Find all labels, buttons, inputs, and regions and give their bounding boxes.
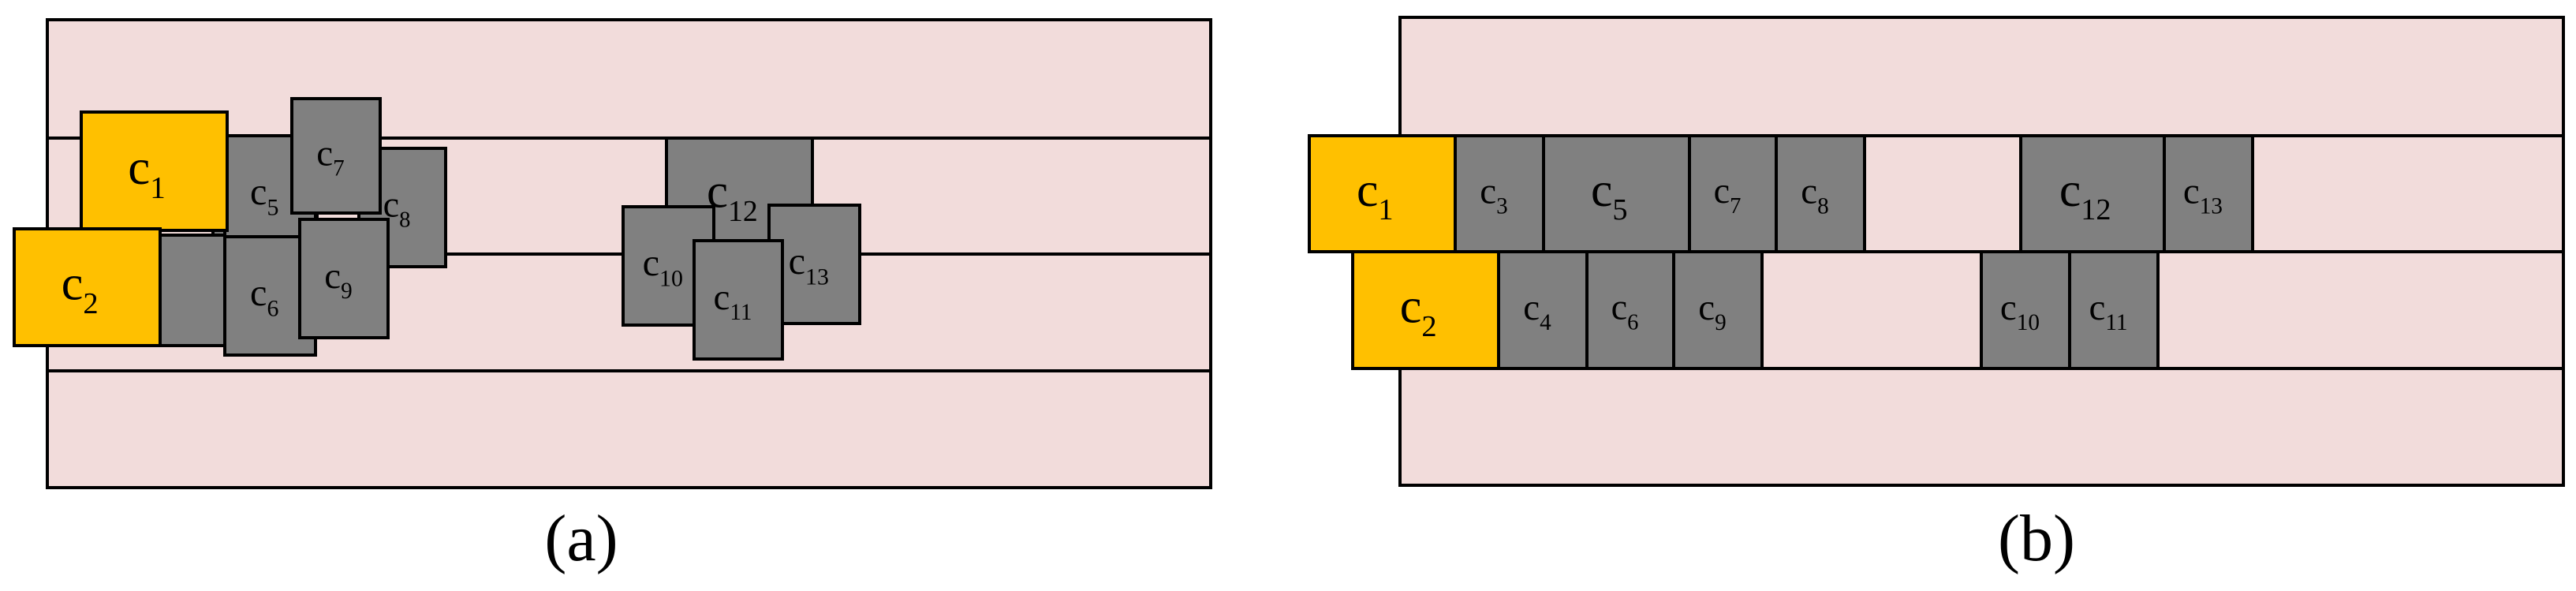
movable-cell-box [1672, 250, 1764, 370]
cell-subscript: 1 [150, 170, 166, 204]
movable-cell-box [1980, 250, 2071, 370]
cell-c9: c9 [1672, 250, 1764, 370]
cell-c11: c11 [693, 239, 784, 361]
panel-caption: (b) [1998, 502, 2075, 575]
cell-c8: c8 [1775, 134, 1866, 253]
cell-subscript: 8 [1817, 193, 1829, 219]
cell-c7: c7 [1688, 134, 1778, 253]
fixed-cell-box [13, 227, 162, 347]
cell-c13: c13 [2163, 134, 2254, 253]
movable-cell-box [1497, 250, 1589, 370]
fixed-cell-box [80, 110, 229, 232]
cell-c2: c2 [1351, 250, 1500, 370]
cell-c1: c1 [80, 110, 229, 232]
movable-cell-box [1585, 250, 1675, 370]
placement-row-4 [1398, 367, 2565, 487]
cell-c6: c6 [1585, 250, 1675, 370]
cell-subscript: 5 [267, 195, 278, 221]
cell-subscript: 10 [2017, 310, 2040, 335]
cell-subscript: 2 [83, 287, 98, 320]
cell-c9: c9 [298, 218, 390, 339]
cell-label: c5 [250, 171, 278, 221]
movable-cell-box [2068, 250, 2160, 370]
cell-c13: c13 [767, 204, 861, 325]
panel-caption: (a) [544, 502, 618, 575]
placement-row-1 [46, 18, 1212, 140]
movable-cell-box [298, 218, 390, 339]
cell-label: c7 [316, 133, 344, 181]
cell-subscript: 13 [805, 264, 829, 290]
placement-row-1 [1398, 16, 2565, 137]
cell-c11: c11 [2068, 250, 2160, 370]
movable-cell-box [1775, 134, 1866, 253]
movable-cell-box [693, 239, 784, 361]
cell-c2: c2 [13, 227, 162, 347]
cell-subscript: 12 [2081, 193, 2111, 226]
cell-c10: c10 [1980, 250, 2071, 370]
cell-subscript: 9 [341, 279, 353, 304]
cell-subscript: 6 [267, 296, 278, 322]
cell-subscript: 11 [730, 300, 752, 325]
fixed-cell-box [1308, 134, 1457, 253]
cell-c5: c5 [1542, 134, 1691, 253]
cell-label: c9 [1698, 287, 1726, 335]
cell-subscript: 6 [1627, 310, 1638, 335]
cell-subscript: 4 [1540, 310, 1551, 335]
cell-subscript: 2 [1421, 310, 1436, 343]
cell-c4: c4 [1497, 250, 1589, 370]
fixed-cell-box [1351, 250, 1500, 370]
cell-subscript: 5 [1612, 193, 1627, 226]
cell-subscript: 12 [728, 195, 758, 228]
cell-subscript: 3 [1496, 193, 1508, 219]
cell-subscript: 1 [1378, 193, 1393, 226]
cell-label: c3 [1480, 170, 1507, 219]
movable-cell-box [767, 204, 861, 325]
cell-c3: c3 [1454, 134, 1545, 253]
cell-subscript: 8 [399, 208, 410, 232]
cell-subscript: 7 [333, 155, 345, 181]
cell-c1: c1 [1308, 134, 1457, 253]
placement-row-4 [46, 369, 1212, 489]
cell-subscript: 11 [2105, 310, 2127, 335]
movable-cell-box [2163, 134, 2254, 253]
cell-subscript: 10 [659, 266, 683, 292]
cell-subscript: 9 [1715, 310, 1727, 335]
cell-subscript: 7 [1730, 194, 1741, 219]
movable-cell-box [290, 97, 382, 215]
cell-subscript: 13 [2200, 193, 2223, 219]
cell-c12: c12 [2019, 134, 2166, 253]
cell-c7: c7 [290, 97, 382, 215]
movable-cell-box [1542, 134, 1691, 253]
